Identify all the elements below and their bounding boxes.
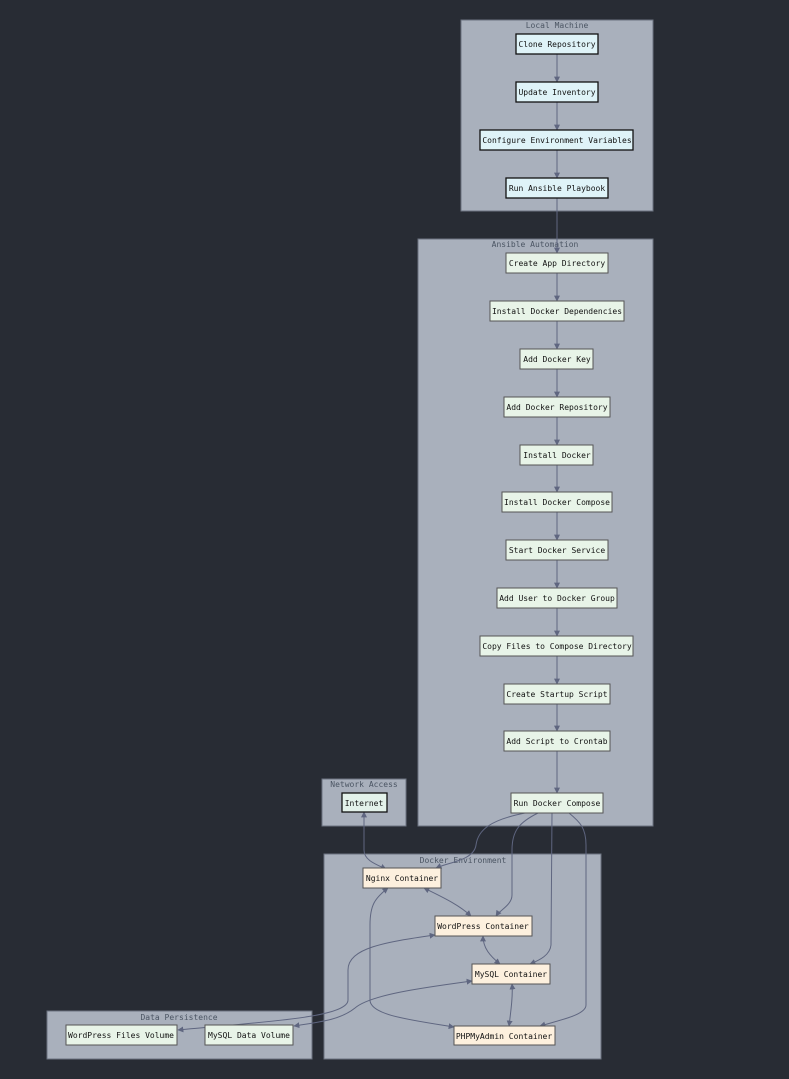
svg-text:Add Docker Key: Add Docker Key <box>523 355 591 364</box>
svg-text:Nginx Container: Nginx Container <box>366 874 438 883</box>
svg-text:MySQL Container: MySQL Container <box>475 970 547 979</box>
node-wordpress-container: WordPress Container <box>434 915 533 937</box>
svg-text:Install Docker: Install Docker <box>523 451 591 460</box>
node-nginx-container: Nginx Container <box>362 867 442 889</box>
edge-mysql-phpmyadmin <box>506 983 516 1027</box>
node-mysql-container: MySQL Container <box>471 963 551 985</box>
svg-text:Clone Repository: Clone Repository <box>518 40 595 49</box>
svg-text:Add Script to Crontab: Add Script to Crontab <box>506 737 607 746</box>
cluster-label-ansible-automation: Ansible Automation <box>492 240 579 249</box>
edge-run-compose-to-phpmyadmin <box>539 812 587 1028</box>
node-wordpress-files-volume: WordPress Files Volume <box>65 1024 178 1046</box>
cluster-label-network-access: Network Access <box>330 780 398 789</box>
svg-text:Add User to Docker Group: Add User to Docker Group <box>499 594 615 603</box>
node-add-user-to-docker-group: Add User to Docker Group <box>496 587 618 609</box>
svg-text:MySQL Data Volume: MySQL Data Volume <box>208 1031 290 1040</box>
node-add-docker-key: Add Docker Key <box>519 348 594 370</box>
svg-text:Create Startup Script: Create Startup Script <box>506 690 607 699</box>
svg-text:Install Docker Compose: Install Docker Compose <box>504 498 610 507</box>
svg-text:Create App Directory: Create App Directory <box>509 259 606 268</box>
cluster-label-data-persistence: Data Persistence <box>140 1013 217 1022</box>
edge-run-compose-to-nginx <box>435 812 526 869</box>
node-clone-repository: Clone Repository <box>515 33 599 55</box>
svg-text:Run Docker Compose: Run Docker Compose <box>514 799 601 808</box>
node-mysql-data-volume: MySQL Data Volume <box>204 1024 294 1046</box>
svg-text:Internet: Internet <box>345 799 384 808</box>
svg-text:Run Ansible Playbook: Run Ansible Playbook <box>509 184 606 193</box>
node-phpmyadmin-container: PHPMyAdmin Container <box>453 1025 556 1046</box>
cluster-label-local-machine: Local Machine <box>526 21 589 30</box>
node-copy-files-to-compose-directory: Copy Files to Compose Directory <box>479 635 634 657</box>
node-add-script-to-crontab: Add Script to Crontab <box>503 730 611 752</box>
node-install-docker-compose: Install Docker Compose <box>501 491 613 513</box>
svg-text:Configure Environment Variable: Configure Environment Variables <box>482 136 631 145</box>
edge-mysql-mysql-volume <box>293 978 473 1029</box>
node-create-app-directory: Create App Directory <box>505 252 609 274</box>
node-run-ansible-playbook: Run Ansible Playbook <box>505 177 609 199</box>
edges <box>177 54 587 1033</box>
node-update-inventory: Update Inventory <box>515 81 599 103</box>
node-configure-environment-variables: Configure Environment Variables <box>479 129 634 151</box>
node-internet: Internet <box>341 792 388 813</box>
svg-text:Add Docker Repository: Add Docker Repository <box>506 403 607 412</box>
node-add-docker-repository: Add Docker Repository <box>503 396 611 418</box>
svg-text:WordPress Files Volume: WordPress Files Volume <box>68 1031 174 1040</box>
edge-internet-nginx <box>361 811 387 870</box>
node-install-docker: Install Docker <box>519 444 594 466</box>
node-create-startup-script: Create Startup Script <box>503 683 611 705</box>
svg-text:Copy Files to Compose Director: Copy Files to Compose Directory <box>482 642 631 651</box>
edge-run-compose-to-mysql <box>529 812 553 965</box>
node-install-docker-dependencies: Install Docker Dependencies <box>489 300 625 322</box>
cluster-label-docker-environment: Docker Environment <box>420 856 507 865</box>
svg-text:PHPMyAdmin Container: PHPMyAdmin Container <box>456 1032 553 1041</box>
svg-text:WordPress Container: WordPress Container <box>437 922 529 931</box>
svg-text:Install Docker Dependencies: Install Docker Dependencies <box>492 307 622 316</box>
cluster-ansible-automation: Ansible Automation <box>417 238 654 827</box>
edge-run-compose-to-wordpress <box>495 812 539 917</box>
svg-text:Update Inventory: Update Inventory <box>518 88 595 97</box>
node-run-docker-compose: Run Docker Compose <box>510 792 604 814</box>
svg-text:Start Docker Service: Start Docker Service <box>509 546 606 555</box>
edge-wordpress-mysql <box>480 935 501 965</box>
node-start-docker-service: Start Docker Service <box>505 539 609 561</box>
